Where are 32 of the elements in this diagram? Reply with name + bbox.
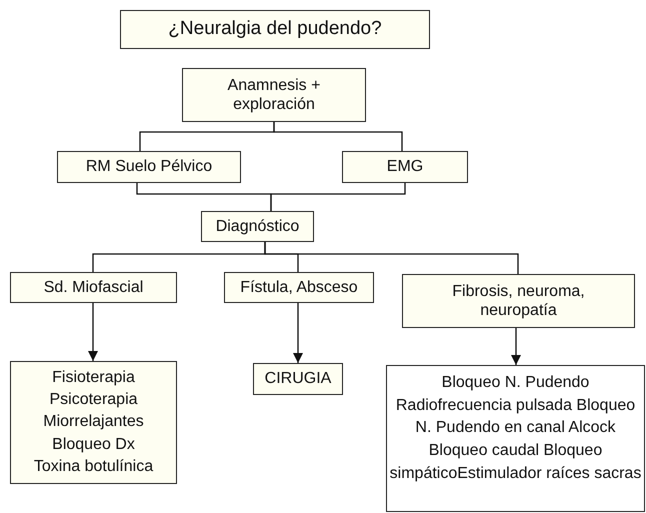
- arrow: [293, 303, 303, 363]
- box-label: Anamnesis + exploración: [226, 76, 322, 114]
- box-label: ¿Neuralgia del pudendo?: [168, 18, 382, 41]
- treatment-box: [253, 363, 343, 395]
- connector-line: [270, 183, 406, 211]
- process-box: [201, 211, 314, 242]
- box-label: Sd. Miofascial: [44, 278, 144, 298]
- list-item: Psicoterapia: [49, 390, 138, 410]
- process-box: [10, 272, 177, 303]
- title-box: [120, 10, 430, 49]
- process-box: [402, 274, 635, 328]
- list-item: Miorrelajantes: [43, 412, 144, 432]
- box-label: EMG: [386, 157, 424, 177]
- box-label: Bloqueo N. Pudendo Radiofrecuencia pulsada Bloqueo N. Pudendo en canal Alcock Bloqueo caudal Bloqueo simpáticoEstimulador raíces sacras: [389, 373, 642, 484]
- box-label: RM Suelo Pélvico: [86, 157, 212, 177]
- process-box: [342, 151, 468, 183]
- list-item: Fisioterapia: [52, 368, 135, 388]
- list-item: Bloqueo Dx: [52, 434, 135, 455]
- arrow: [88, 303, 98, 361]
- box-label: CIRUGIA: [264, 369, 332, 389]
- box-label: Fibrosis, neuroma, neuropatía: [451, 282, 586, 320]
- treatment-box: [10, 361, 177, 484]
- arrow: [511, 328, 521, 365]
- process-box: [182, 68, 366, 122]
- treatment-box: [386, 365, 645, 512]
- box-label: Diagnóstico: [216, 216, 300, 236]
- box-label: Fístula, Absceso: [240, 278, 358, 298]
- connector-line: [264, 242, 519, 274]
- connector-line: [273, 122, 403, 151]
- process-box: [57, 151, 241, 183]
- process-box: [224, 272, 374, 303]
- list-item: Toxina botulínica: [34, 457, 154, 478]
